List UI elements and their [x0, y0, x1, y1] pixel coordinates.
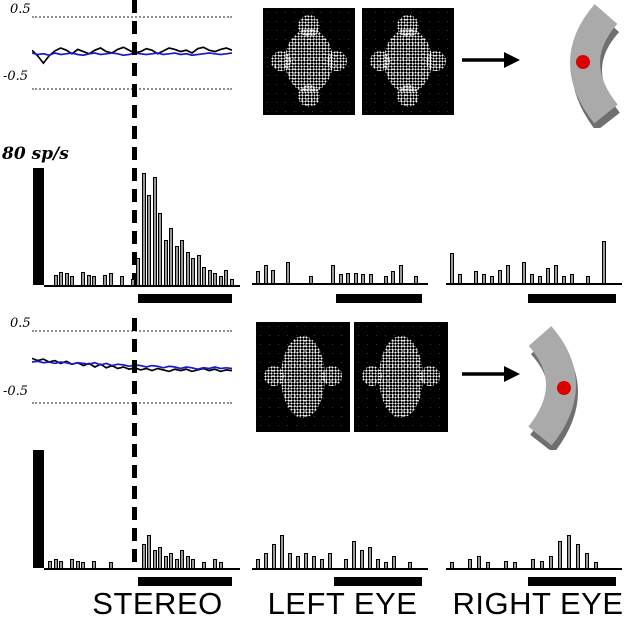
dot-shape-left-lobe	[370, 51, 390, 71]
stereogram-left-image-bottom	[256, 322, 350, 432]
fixation-dot	[557, 381, 571, 395]
condition-label-right-eye: RIGHT EYE	[452, 586, 624, 621]
dot-shape-left-lobe	[362, 366, 382, 386]
curved-surface-3d-bottom	[528, 326, 578, 450]
scale-bar-label: 80 sp/s	[2, 144, 69, 164]
dot-shape-body	[285, 29, 333, 93]
stimulus-period-bar-right-eye-bottom	[528, 577, 616, 586]
dot-shape-right-lobe	[426, 51, 446, 71]
x-axis-stereo-top	[44, 285, 240, 287]
stimulus-period-bar-right-eye-top	[528, 294, 616, 303]
dot-shape-right-lobe	[420, 366, 440, 386]
stimulus-period-bar-left-eye-top	[336, 294, 422, 303]
curved-surface-3d-top	[570, 4, 621, 128]
arrow-right-icon	[462, 366, 520, 382]
x-axis-left-eye-top	[252, 283, 428, 285]
stimulus-period-bar-stereo-top	[138, 294, 232, 303]
dot-shape-right-lobe	[322, 366, 342, 386]
scale-bar-bottom	[33, 450, 44, 568]
x-axis-left-eye-bottom	[252, 568, 428, 570]
stimulus-onset-dashed-line-bottom	[132, 318, 137, 568]
dot-shape-body	[281, 336, 325, 418]
condition-label-left-eye: LEFT EYE	[267, 586, 418, 621]
dot-shape-body	[384, 29, 432, 93]
ytick-top-min: -0.5	[3, 69, 29, 84]
psth-right-eye-top	[450, 238, 622, 283]
dot-shape-bottom-lobe	[298, 85, 320, 107]
stereogram-right-image-bottom	[354, 322, 448, 432]
condition-label-stereo: STEREO	[92, 586, 223, 621]
ytick-top-max: 0.5	[10, 2, 31, 17]
x-axis-right-eye-bottom	[446, 568, 622, 570]
dot-shape-right-lobe	[327, 51, 347, 71]
dot-shape-left-lobe	[271, 51, 291, 71]
stimulus-onset-dashed-line-top	[132, 0, 137, 288]
stereogram-left-image-top	[263, 8, 355, 115]
dot-shape-left-lobe	[264, 366, 284, 386]
dot-shape-bottom-lobe	[397, 85, 419, 107]
psth-right-eye-bottom	[450, 532, 622, 568]
dot-shape-body	[379, 336, 423, 418]
psth-stereo-bottom	[48, 532, 238, 568]
scale-bar-top	[33, 168, 44, 285]
ytick-bottom-max: 0.5	[10, 316, 31, 331]
psth-stereo-top	[48, 170, 238, 285]
psth-left-eye-top	[256, 243, 426, 283]
dot-shape-top-lobe	[397, 15, 419, 37]
dot-shape-top-lobe	[298, 15, 320, 37]
x-axis-right-eye-top	[446, 283, 622, 285]
fixation-dot	[576, 55, 590, 69]
x-axis-stereo-bottom	[44, 568, 240, 570]
arrow-right-icon	[462, 52, 520, 68]
stereogram-right-image-top	[362, 8, 454, 115]
stimulus-period-bar-stereo-bottom	[138, 577, 232, 586]
stimulus-period-bar-left-eye-bottom	[334, 577, 422, 586]
ytick-bottom-min: -0.5	[3, 384, 29, 399]
psth-left-eye-bottom	[256, 532, 426, 568]
